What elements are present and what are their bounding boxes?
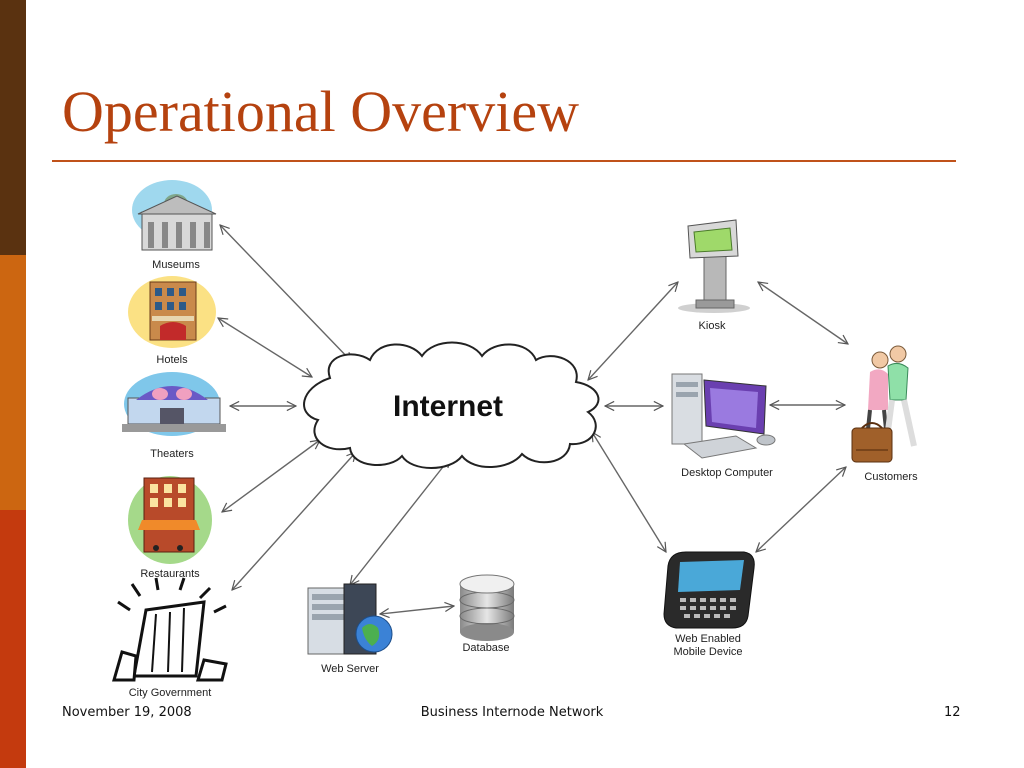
city-government-icon bbox=[112, 577, 228, 682]
museums-icon bbox=[132, 180, 217, 251]
sidebar-band-middle bbox=[0, 255, 26, 510]
mobile-device-icon bbox=[663, 551, 755, 629]
footer-center: Business Internode Network bbox=[0, 705, 1024, 720]
connector-web-server bbox=[350, 458, 450, 585]
connector-hotels bbox=[218, 318, 312, 377]
restaurants-label: Restaurants bbox=[140, 568, 200, 580]
desktop-computer-icon bbox=[671, 373, 776, 459]
web-server-icon bbox=[307, 583, 393, 655]
connector-restaurants bbox=[222, 440, 320, 512]
hotels-label: Hotels bbox=[156, 354, 188, 366]
connector-museums bbox=[220, 225, 352, 362]
connector-kiosk-customers bbox=[758, 282, 848, 344]
connector-kiosk bbox=[588, 282, 678, 380]
city-government-label: City Government bbox=[129, 687, 212, 699]
web-server-label: Web Server bbox=[321, 663, 379, 675]
database-icon bbox=[459, 574, 515, 641]
sidebar-band-bottom bbox=[0, 510, 26, 768]
database-label: Database bbox=[462, 642, 509, 654]
page-number: 12 bbox=[944, 705, 961, 720]
mobile-device-label-line1: Web Enabled bbox=[675, 633, 741, 645]
customers-label: Customers bbox=[864, 471, 918, 483]
restaurants-icon bbox=[128, 476, 212, 564]
connector-city-government bbox=[232, 452, 356, 590]
connector-database bbox=[380, 606, 454, 614]
sidebar-band-top bbox=[0, 0, 26, 255]
kiosk-icon bbox=[678, 219, 750, 313]
theaters-icon bbox=[122, 372, 226, 436]
kiosk-label: Kiosk bbox=[699, 320, 726, 332]
hotels-icon bbox=[128, 276, 216, 348]
footer-date: November 19, 2008 bbox=[62, 705, 192, 720]
internet-cloud: Internet bbox=[303, 341, 600, 469]
title-divider bbox=[52, 160, 956, 162]
desktop-computer-label: Desktop Computer bbox=[681, 467, 773, 479]
mobile-device-label-line2: Mobile Device bbox=[673, 646, 742, 658]
museums-label: Museums bbox=[152, 259, 200, 271]
internet-label: Internet bbox=[393, 390, 503, 423]
connector-mobile bbox=[592, 432, 666, 552]
connector-mobile-customers bbox=[756, 467, 846, 552]
theaters-label: Theaters bbox=[150, 448, 194, 460]
footer-center-text: Business Internode Network bbox=[420, 705, 604, 720]
slide-title: Operational Overview bbox=[62, 79, 579, 144]
customers-icon bbox=[851, 345, 917, 463]
